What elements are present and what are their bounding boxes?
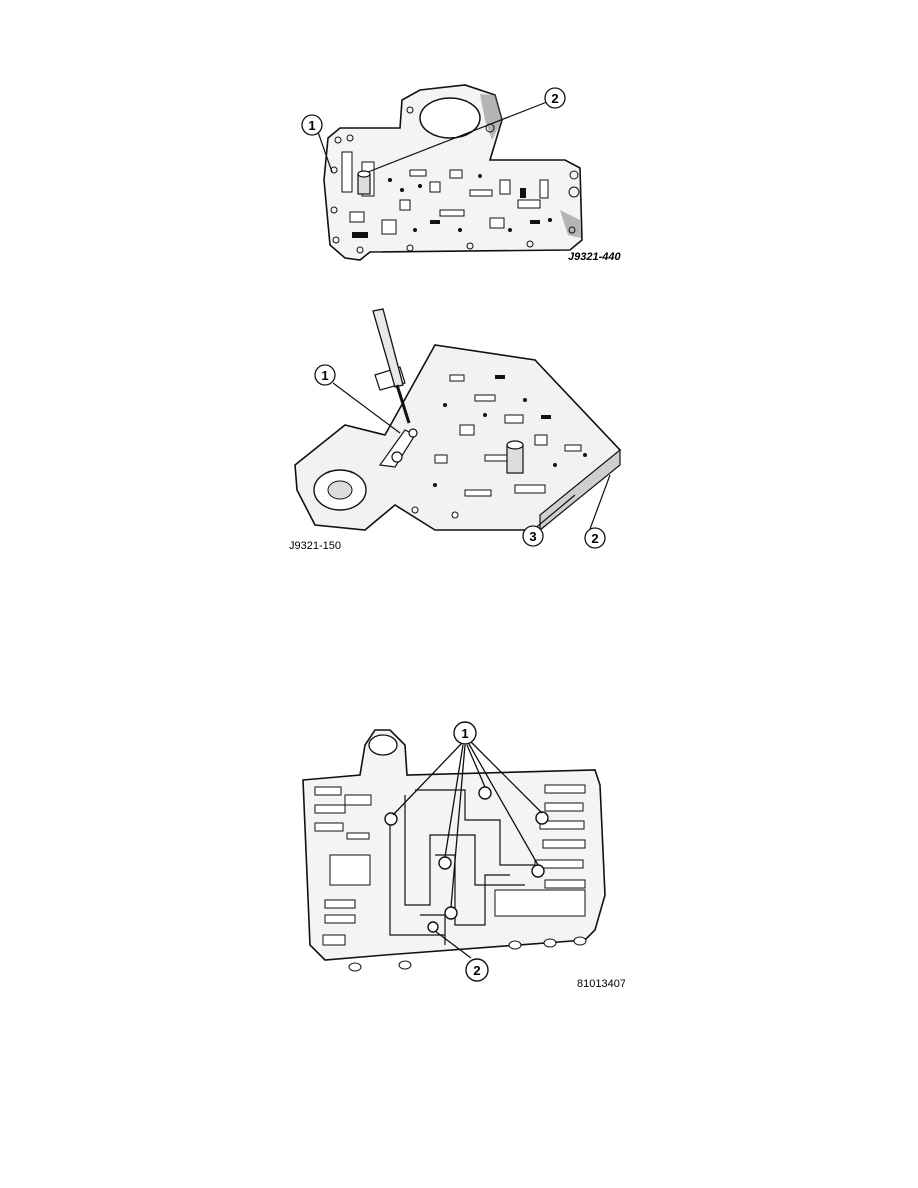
callout-2: 2 xyxy=(465,958,489,982)
perimeter-holes xyxy=(330,106,580,254)
check-ball xyxy=(535,811,549,825)
leader-line-2 xyxy=(589,474,611,530)
passage-fills xyxy=(352,174,552,238)
filter xyxy=(357,170,371,195)
callout-3-label: 3 xyxy=(529,529,536,544)
figure-id-label: J9321-440 xyxy=(568,251,621,263)
check-ball xyxy=(478,786,492,800)
leader-line-1 xyxy=(332,382,401,434)
bracket-screw xyxy=(408,428,418,438)
figure-valve-body-screwdriver: 1 3 2 J9321-150 xyxy=(285,305,630,555)
callout-2-label: 2 xyxy=(473,963,480,978)
top-boss xyxy=(368,734,398,756)
callout-1: 1 xyxy=(301,114,323,136)
bracket-bolt xyxy=(391,451,403,463)
figure-valve-body-check-balls: 1 2 81013407 xyxy=(295,715,625,1000)
bottom-bolts xyxy=(348,936,587,972)
figure-id-label: J9321-150 xyxy=(289,540,341,552)
plate-opening xyxy=(419,97,481,139)
left-slots xyxy=(314,786,372,946)
callout-1: 1 xyxy=(453,721,477,745)
callout-2: 2 xyxy=(544,87,566,109)
figure-id-label: 81013407 xyxy=(577,978,625,990)
valve-body-edge xyxy=(539,448,621,532)
leader-line-2 xyxy=(367,99,553,173)
callout-1-label: 1 xyxy=(321,368,328,383)
callout-2: 2 xyxy=(584,527,606,549)
valve-passage-dots xyxy=(411,375,587,519)
valve-body-illustration: 1 3 2 J9321-150 xyxy=(289,308,621,552)
valve-passages xyxy=(434,374,582,497)
check-ball xyxy=(384,812,398,826)
leader-lines-1 xyxy=(392,741,543,908)
check-ball xyxy=(444,906,458,920)
separator-plate-illustration: 1 2 J9321-440 xyxy=(301,84,621,263)
leader-line-2 xyxy=(434,930,472,959)
plate-shading-corner xyxy=(560,210,581,238)
check-ball xyxy=(438,856,452,870)
callout-1-label: 1 xyxy=(461,726,468,741)
center-passages xyxy=(389,789,535,945)
callout-1: 1 xyxy=(314,364,336,386)
callout-1-label: 1 xyxy=(308,118,315,133)
right-slots xyxy=(494,784,586,917)
leader-line-3 xyxy=(532,494,576,531)
callout-2-label: 2 xyxy=(591,531,598,546)
plate-shading xyxy=(480,94,502,140)
check-ball xyxy=(531,864,545,878)
valve-filter xyxy=(506,440,524,474)
check-ball-illustration: 1 2 81013407 xyxy=(302,721,625,990)
callout-2-label: 2 xyxy=(551,91,558,106)
figure-separator-plate: 1 2 J9321-440 xyxy=(290,80,630,270)
callout-3: 3 xyxy=(522,525,544,547)
screwdriver xyxy=(372,308,411,424)
check-ball-2 xyxy=(427,921,439,933)
accumulator-bore-inner xyxy=(327,480,353,500)
leader-line-1 xyxy=(317,131,333,173)
